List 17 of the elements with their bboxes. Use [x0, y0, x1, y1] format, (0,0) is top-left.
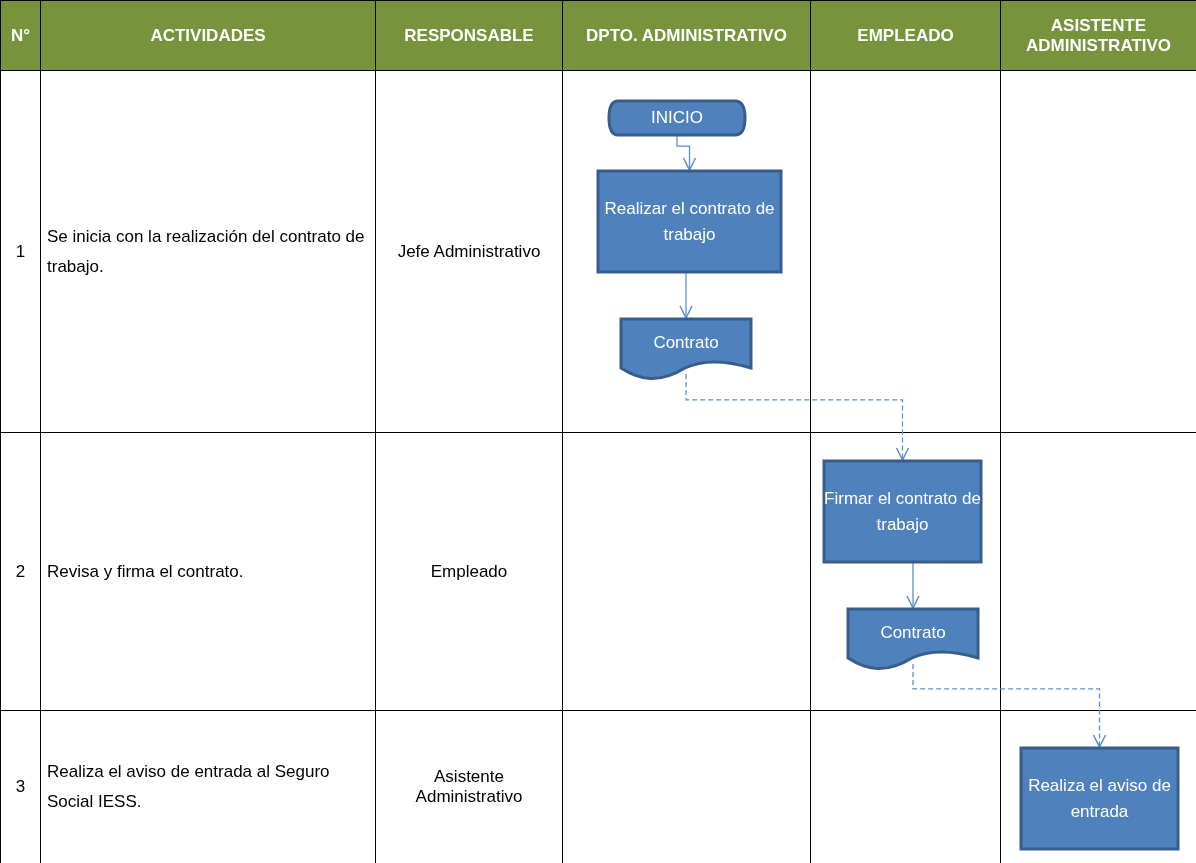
process-box: Firmar el contrato de trabajo — [823, 460, 982, 563]
arrow — [906, 562, 920, 609]
arrow — [685, 373, 910, 461]
column-header: DPTO. ADMINISTRATIVO — [562, 0, 811, 71]
arrow — [679, 272, 693, 319]
process-box: Realizar el contrato de trabajo — [597, 170, 782, 273]
column-header: EMPLEADO — [810, 0, 1001, 71]
column-header: RESPONSABLE — [375, 0, 563, 71]
column-header: ASISTENTE ADMINISTRATIVO — [1000, 0, 1196, 71]
arrow — [676, 135, 697, 171]
start-terminator: INICIO — [608, 100, 746, 136]
document-shape: Contrato — [620, 318, 752, 378]
process-box: Realiza el aviso de entrada — [1020, 747, 1179, 850]
column-header: ACTIVIDADES — [40, 0, 376, 71]
arrow — [912, 663, 1107, 748]
document-shape: Contrato — [847, 608, 979, 668]
column-header: N° — [0, 0, 41, 71]
